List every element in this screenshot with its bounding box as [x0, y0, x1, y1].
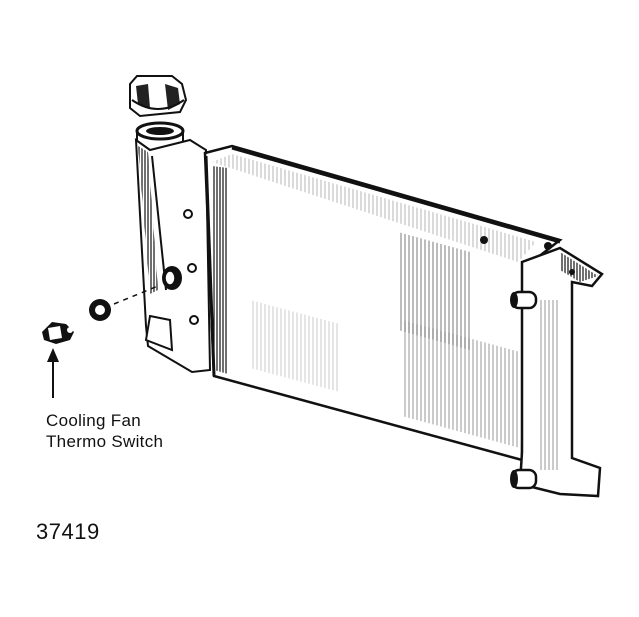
right-tank	[510, 246, 604, 498]
sealing-washer	[89, 299, 111, 321]
alignment-line	[113, 285, 159, 305]
end-tank	[134, 137, 212, 374]
thermo-switch	[42, 322, 74, 344]
radiator-core	[203, 144, 563, 462]
figure-number: 37419	[36, 519, 100, 544]
callout-line-2: Thermo Switch	[46, 432, 164, 451]
callout-label: Cooling Fan Thermo Switch	[46, 410, 163, 452]
switch-port	[162, 266, 182, 290]
callout-line-1: Cooling Fan	[46, 411, 141, 430]
pointer-arrow	[47, 348, 59, 398]
radiator-cap	[129, 75, 188, 118]
